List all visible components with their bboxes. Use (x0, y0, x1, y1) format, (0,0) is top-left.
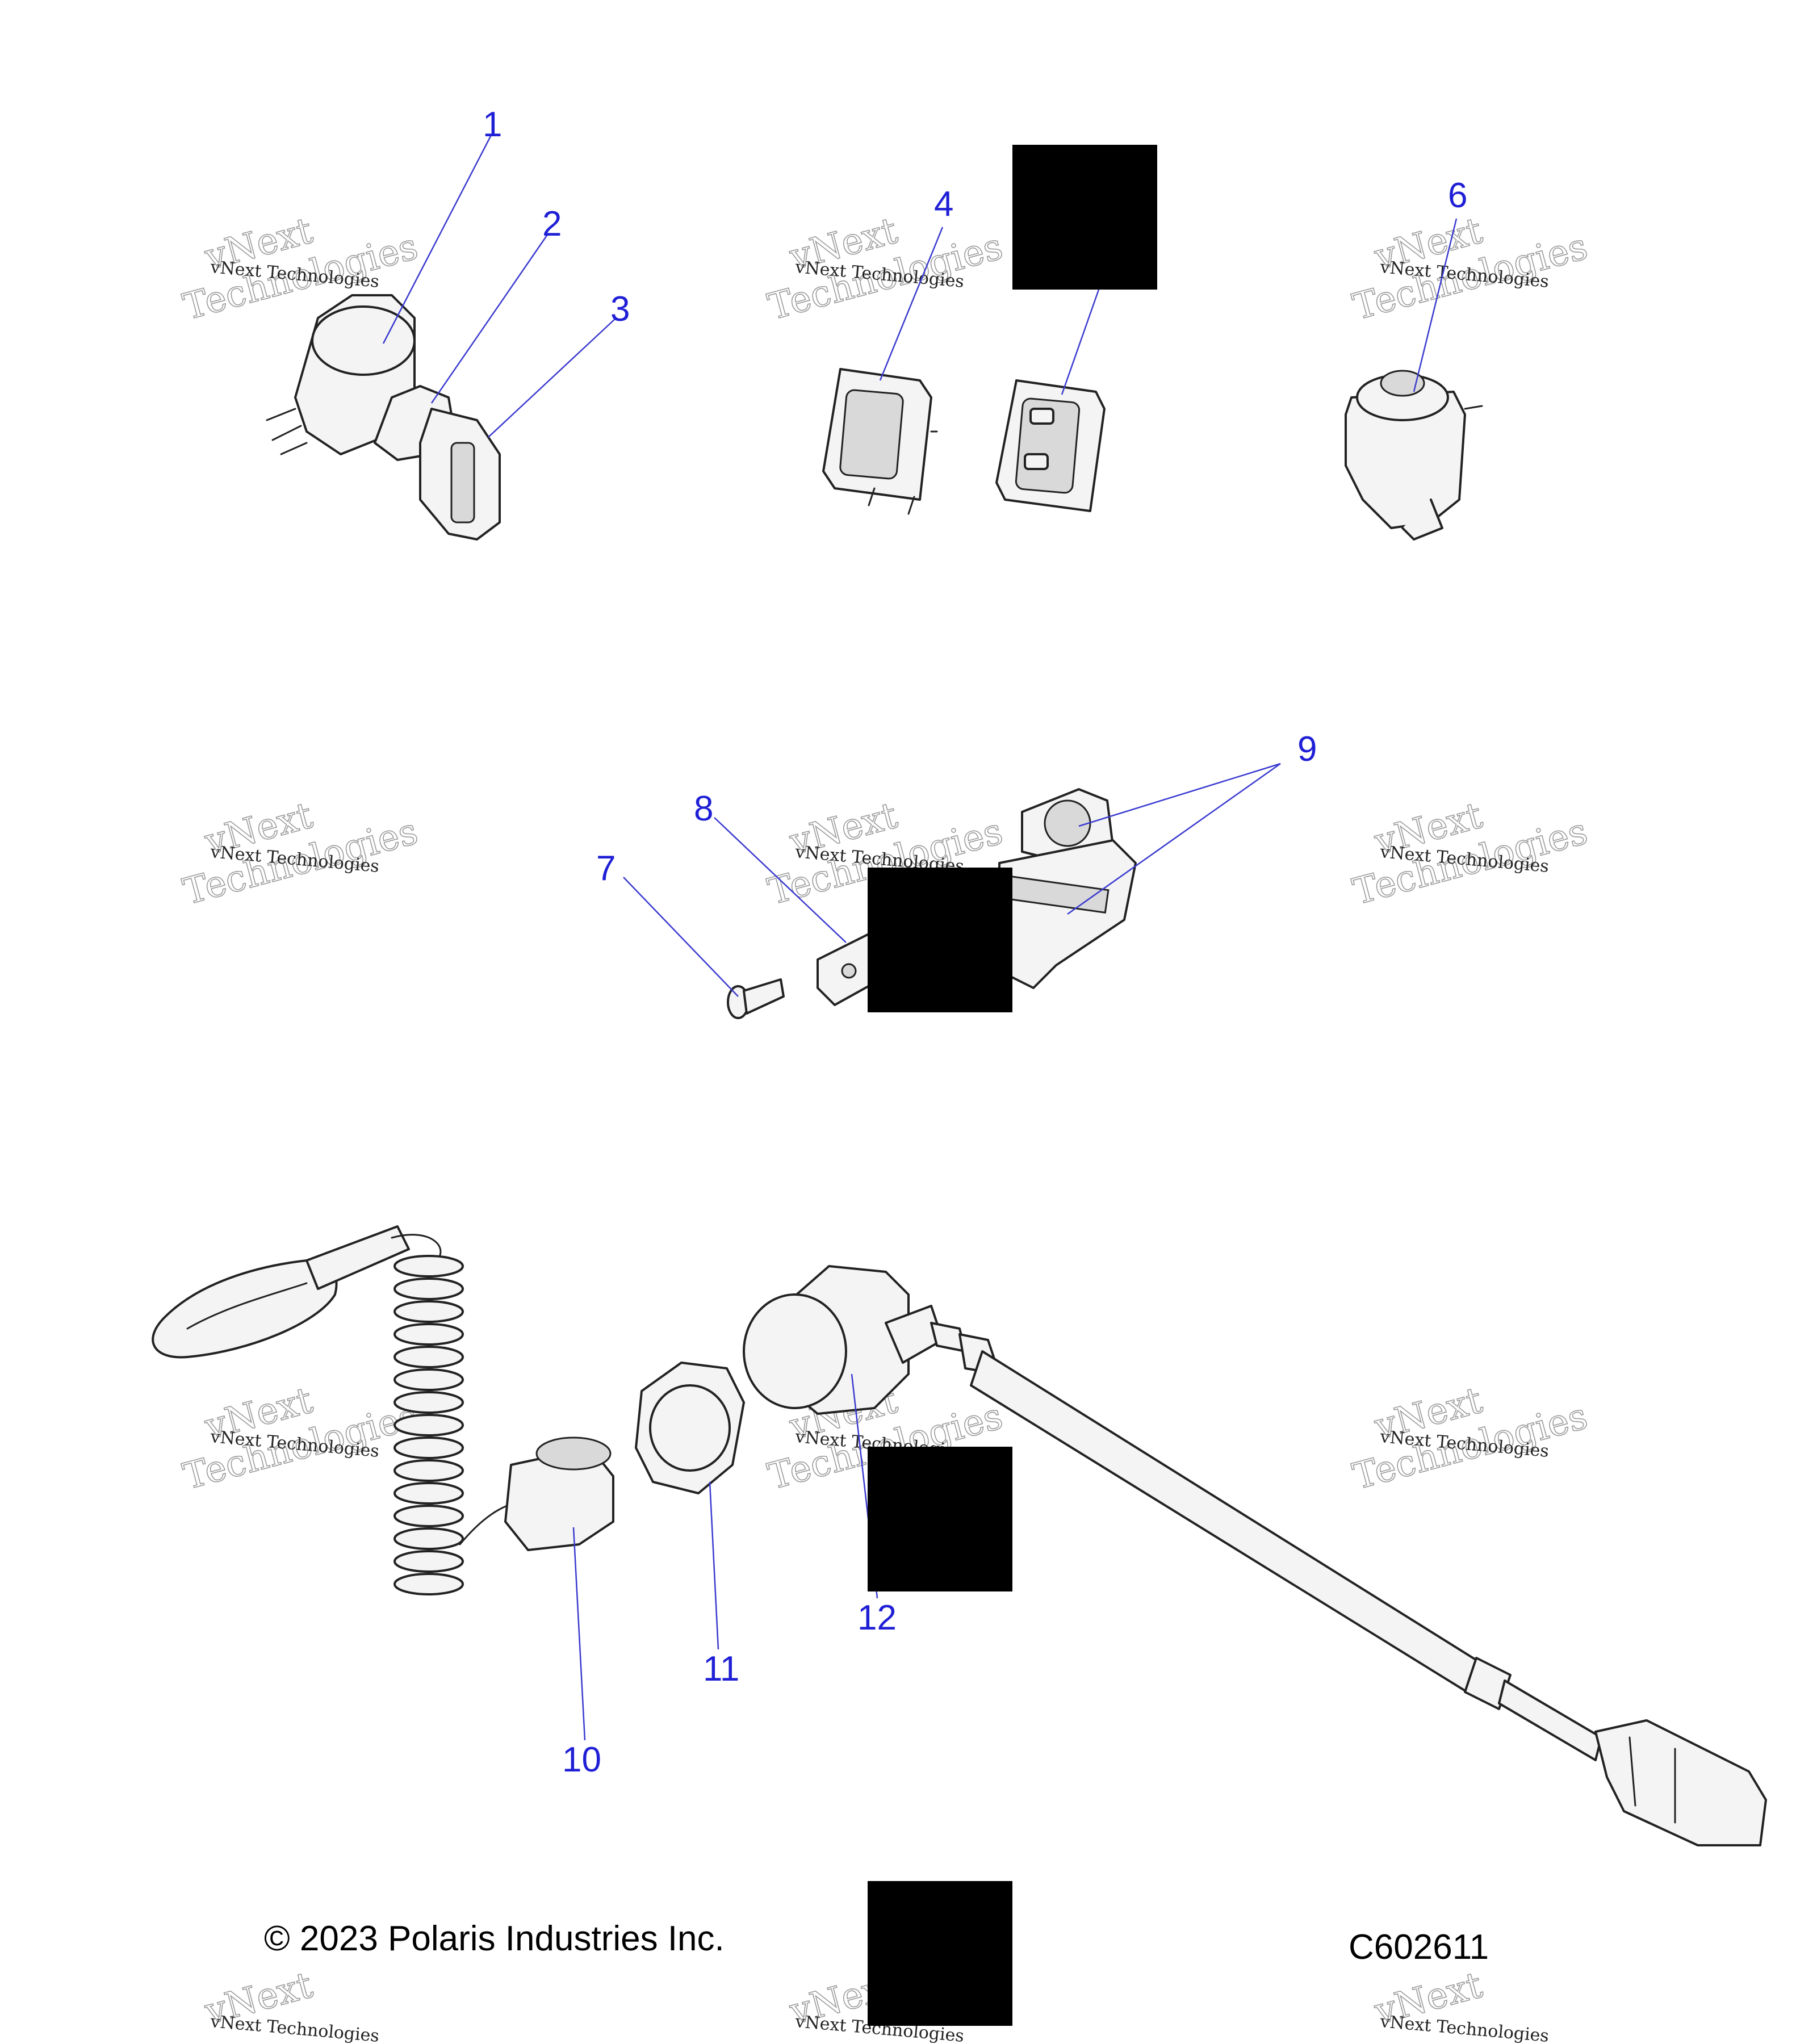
leader-9b (1067, 763, 1281, 915)
leader-9a (1078, 763, 1281, 827)
run-switch-emblem (1044, 799, 1091, 847)
hex-nut-bore (649, 1384, 731, 1472)
watermark: vNext Technologies vNext Technologies (1348, 1379, 1592, 1499)
ignition-switch-assembly (266, 294, 501, 541)
tether-connector (305, 1225, 410, 1290)
leader-1 (382, 135, 492, 344)
callout-labels: 1 2 3 4 6 7 8 9 10 11 12 (483, 105, 1467, 1779)
svg-text:vNext Technologies: vNext Technologies (209, 2012, 380, 2044)
push-button-switch (1345, 370, 1483, 541)
watermark: vNext Technologies vNext Technologies (178, 1379, 422, 1499)
tether-lanyard (152, 1225, 614, 1595)
callout-10: 10 (562, 1740, 601, 1779)
callout-4: 4 (934, 185, 953, 224)
coiled-cord (393, 1255, 464, 1595)
ignition-key-logo (450, 442, 475, 523)
rocker-switch-tabs (868, 430, 938, 515)
callout-6: 6 (1448, 176, 1467, 215)
tether-key-top (535, 1436, 612, 1471)
harness-wire (1498, 1679, 1602, 1761)
callout-2: 2 (542, 204, 562, 244)
callout-11: 11 (703, 1649, 739, 1689)
hex-nut (635, 1362, 745, 1494)
screw-shank (743, 978, 785, 1015)
screw (727, 978, 785, 1019)
leader-lines (382, 135, 1458, 1741)
rocker-switch-paddle (839, 389, 904, 480)
redaction-box (868, 1881, 1012, 2026)
ignition-terminals (266, 408, 308, 455)
leader-8 (714, 817, 847, 943)
leader-3 (488, 317, 617, 438)
run-switch-assembly (998, 788, 1137, 989)
connector-ribs (1628, 1736, 1676, 1824)
push-button-cap (1380, 370, 1425, 397)
redactions (868, 145, 1157, 2026)
watermark: vNext Technologies vNext Technologies (763, 210, 1007, 329)
leader-4 (879, 227, 944, 381)
rocker-switch-5 (995, 379, 1106, 512)
callout-9: 9 (1297, 730, 1317, 769)
watermark: vNext Technologies vNext Technologies (1348, 794, 1592, 914)
redaction-box (1012, 145, 1157, 290)
diagram-code: C602611 (1349, 1928, 1489, 1967)
callout-12: 12 (857, 1598, 897, 1637)
watermark: vNext vNext Technologies (200, 1964, 380, 2044)
push-button-stem (1464, 405, 1483, 410)
redaction-box (868, 1447, 1012, 1591)
bracket-hole (841, 963, 857, 979)
callout-3: 3 (610, 290, 630, 329)
harness-sleeve-2 (1464, 1657, 1512, 1710)
rocker-switch-icon-upper (1029, 408, 1054, 425)
svg-text:vNext Technologies: vNext Technologies (1379, 2012, 1550, 2044)
redaction-box (868, 868, 1012, 1012)
safety-switch-thread (743, 1293, 847, 1409)
safety-switch-harness (743, 1265, 1767, 1846)
leader-2 (430, 233, 549, 404)
callout-7: 7 (596, 849, 616, 888)
rocker-switch-4 (822, 368, 938, 515)
harness-connector (1594, 1719, 1767, 1846)
tether-clip (152, 1259, 338, 1359)
tether-clip-inner (186, 1282, 308, 1330)
watermark: vNext vNext Technologies (1370, 1964, 1550, 2044)
callout-1: 1 (483, 105, 502, 144)
leader-11 (709, 1481, 719, 1650)
leader-7 (623, 877, 739, 997)
leader-10 (572, 1527, 586, 1741)
callout-8: 8 (694, 789, 713, 828)
watermark: vNext Technologies vNext Technologies (1348, 210, 1592, 329)
rocker-switch-icon-lower (1024, 453, 1049, 470)
leader-6 (1413, 218, 1458, 392)
leader-5 (1061, 289, 1100, 395)
watermark: vNext Technologies vNext Technologies (178, 794, 422, 914)
ignition-switch-flange (311, 305, 416, 376)
copyright-notice: © 2023 Polaris Industries Inc. (264, 1919, 725, 1958)
push-button-clamp (1401, 499, 1443, 541)
